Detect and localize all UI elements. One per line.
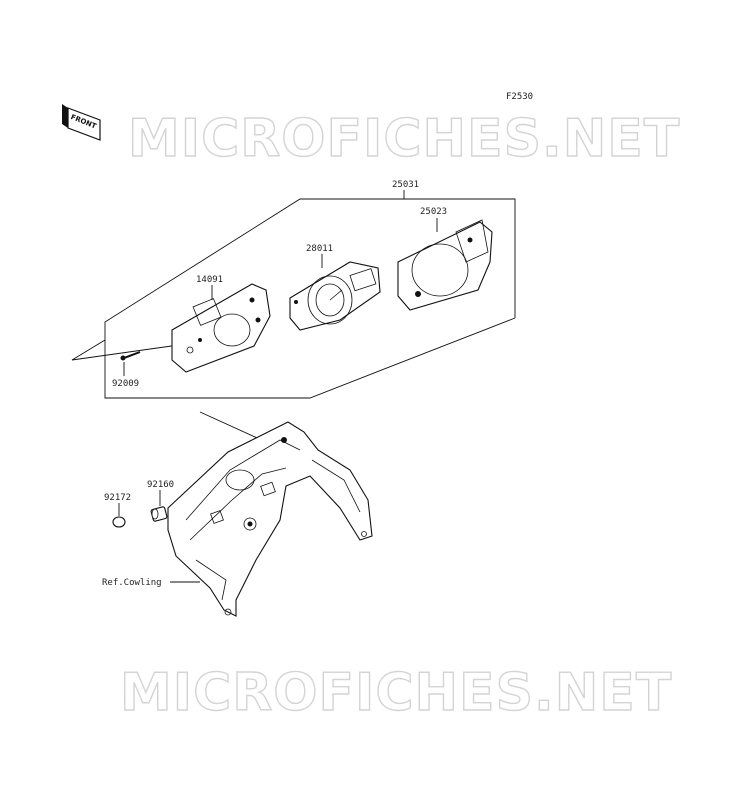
front-arrow-icon: FRONT xyxy=(62,104,101,141)
frame-callout-line xyxy=(71,339,106,361)
label-28011: 28011 xyxy=(306,244,333,254)
screw-part xyxy=(120,351,141,361)
watermark-bottom: MICROFICHES.NET xyxy=(120,663,672,723)
grommet-part xyxy=(112,516,126,528)
label-92160: 92160 xyxy=(147,480,174,490)
meter-case-part xyxy=(171,283,271,373)
label-92172: 92172 xyxy=(104,493,131,503)
meter-bracket-part xyxy=(167,421,373,617)
watermark-top: MICROFICHES.NET xyxy=(128,109,680,169)
label-ref-cowling: Ref.Cowling xyxy=(102,578,162,588)
meter-unit-part xyxy=(289,261,381,331)
label-25023: 25023 xyxy=(420,207,447,217)
collar-part xyxy=(150,506,168,522)
assembly-frame xyxy=(104,198,516,399)
label-25031: 25031 xyxy=(392,180,419,190)
meter-cover-part xyxy=(397,219,493,311)
label-92009: 92009 xyxy=(112,379,139,389)
label-14091: 14091 xyxy=(196,275,223,285)
figure-code: F2530 xyxy=(506,92,533,102)
